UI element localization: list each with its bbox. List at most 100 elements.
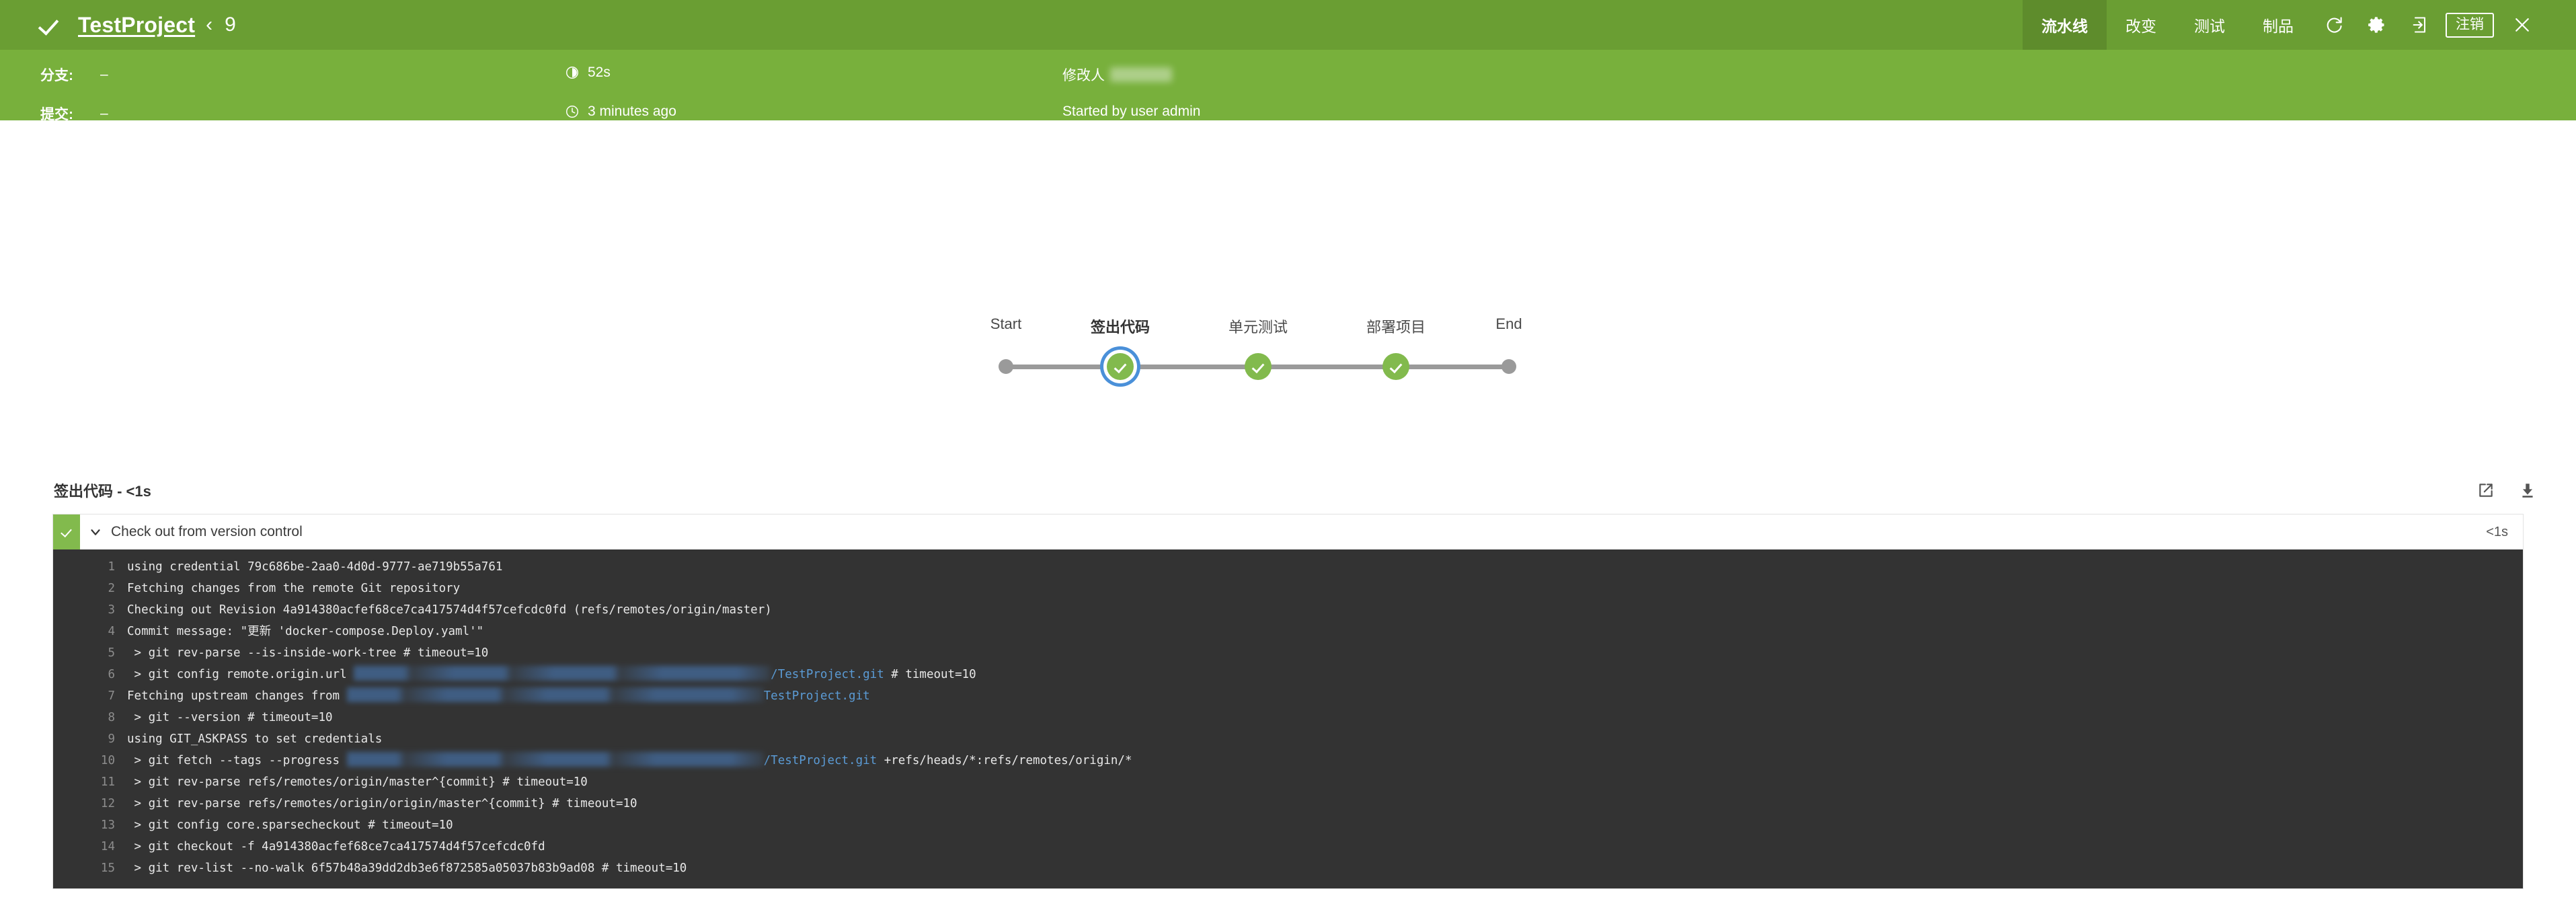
started-by-row: Started by user admin [1062,104,1200,120]
log-line: 1 using credential 79c686be-2aa0-4d0d-977… [53,556,2523,578]
branch-row: 分支: – [40,65,108,85]
pipeline-stage-area: Start 签出代码 单元测试 部署项目 End [0,120,2576,389]
stage-track [986,349,1591,384]
stage-label-end: End [1495,315,1522,332]
top-navigation: 流水线 改变 测试 制品 注销 [2023,0,2576,50]
log-line-number: 6 [108,668,115,681]
timestamp-value: 3 minutes ago [588,104,676,119]
branch-value: – [100,67,108,82]
top-bar-spacer [236,0,2023,50]
log-line: 3 Checking out Revision 4a914380acfef68ce… [53,599,2523,621]
log-line-text: > git rev-parse refs/remotes/origin/mast… [127,775,588,789]
log-line: 8 > git --version # timeout=10 [53,707,2523,728]
console-output[interactable]: 1 using credential 79c686be-2aa0-4d0d-977… [53,549,2523,888]
stage-node-checkout[interactable] [1107,353,1134,380]
track-segment-3 [1258,365,1396,369]
check-icon [1114,360,1127,373]
stage-label-unittest[interactable]: 单元测试 [1228,319,1288,336]
gear-icon[interactable] [2355,0,2398,50]
log-line-number: 12 [100,797,115,810]
log-line-number: 8 [108,711,115,724]
commit-value: – [100,106,108,121]
commit-label: 提交: [40,107,73,122]
branch-label: 分支: [40,68,73,83]
changed-by-label: 修改人 [1062,68,1105,83]
repo-url-tail[interactable]: /TestProject.git [763,754,877,767]
log-section: 签出代码 - <1s [0,471,2576,889]
started-by-text: Started by user admin [1062,104,1201,119]
stage-node-end [1501,359,1516,374]
external-link-icon[interactable] [2471,475,2501,505]
log-line-text: > git --version # timeout=10 [127,711,333,724]
log-title: 签出代码 - <1s [54,483,151,500]
duration-row: 52s [565,65,611,81]
log-line-text: > git rev-list --no-walk 6f57b48a39dd2db… [127,862,687,875]
repo-url-tail[interactable]: /TestProject.git [771,668,884,681]
stage-label-deploy[interactable]: 部署项目 [1366,319,1426,336]
log-step-header[interactable]: Check out from version control <1s [53,514,2523,549]
log-step-block: Check out from version control <1s 1 usin… [52,514,2524,889]
log-line-number: 7 [108,689,115,703]
redacted-url [346,752,764,767]
top-bar: TestProject ‹ 9 流水线 改变 测试 制品 [0,0,2576,50]
logout-button[interactable]: 注销 [2446,12,2494,38]
check-icon [1390,360,1403,373]
tab-changes[interactable]: 改变 [2125,17,2156,35]
repo-url-tail[interactable]: TestProject.git [763,689,870,703]
log-header: 签出代码 - <1s [0,471,2576,510]
stage-node-start [999,359,1013,374]
log-line: 12 > git rev-parse refs/remotes/origin/o… [53,793,2523,814]
log-line: 6 > git config remote.origin.url /TestPr… [53,664,2523,685]
stage-label-checkout[interactable]: 签出代码 [1090,319,1150,336]
log-line-number: 1 [108,560,115,574]
project-link[interactable]: TestProject [78,12,196,37]
step-status-success-icon [53,514,80,549]
log-line-text: Commit message: "更新 'docker-compose.Depl… [127,625,484,638]
log-line-text: > git config remote.origin.url /TestProj… [127,664,2523,685]
clock-icon [565,104,580,119]
step-duration: <1s [2486,524,2508,539]
track-segment-1 [1006,365,1120,369]
chevron-down-icon[interactable] [80,514,111,549]
commit-row: 提交: – [40,104,108,124]
tab-tests[interactable]: 测试 [2194,17,2225,35]
tab-pipeline[interactable]: 流水线 [2023,0,2107,50]
stopwatch-icon [565,65,580,80]
close-icon[interactable] [2501,0,2544,50]
changed-by-row: 修改人 [1062,65,1172,85]
log-line-number: 11 [100,775,115,789]
log-line: 11 > git rev-parse refs/remotes/origin/m… [53,771,2523,793]
stage-node-unittest[interactable] [1245,353,1272,380]
log-line-text: > git rev-parse --is-inside-work-tree # … [127,646,489,660]
log-line: 14 > git checkout -f 4a914380acfef68ce7c… [53,836,2523,857]
log-line-number: 3 [108,603,115,617]
log-line-text: > git config core.sparsecheckout # timeo… [127,818,453,832]
build-status-check-icon [40,13,63,36]
log-line: 10 > git fetch --tags --progress /TestPr… [53,750,2523,771]
log-line-text: > git fetch --tags --progress /TestProje… [127,750,2523,771]
build-info-bar: 分支: – 提交: – 52s 3 minutes ago 修改人 Starte… [0,50,2576,122]
log-line-text: Fetching upstream changes from TestProje… [127,685,2523,707]
stage-label-row: Start 签出代码 单元测试 部署项目 End [986,315,1591,338]
tab-artifacts[interactable]: 制品 [2263,17,2294,35]
stage-node-deploy[interactable] [1382,353,1409,380]
redacted-url [354,666,771,681]
changed-by-redacted-value [1110,67,1172,82]
log-line-number: 9 [108,732,115,746]
refresh-icon[interactable] [2312,0,2355,50]
log-line-text: Checking out Revision 4a914380acfef68ce7… [127,603,772,617]
log-line-text: > git rev-parse refs/remotes/origin/orig… [127,797,637,810]
duration-value: 52s [588,65,611,80]
build-title-group: TestProject ‹ 9 [0,0,236,50]
download-icon[interactable] [2513,475,2542,505]
log-line-number: 15 [100,862,115,875]
step-label: Check out from version control [111,524,303,539]
log-line-number: 14 [100,840,115,853]
log-line: 13 > git config core.sparsecheckout # ti… [53,814,2523,836]
log-line-text: using credential 79c686be-2aa0-4d0d-9777… [127,560,503,574]
sign-out-icon[interactable] [2398,0,2442,50]
track-segment-2 [1120,365,1258,369]
log-line-number: 4 [108,625,115,638]
log-line-number: 5 [108,646,115,660]
